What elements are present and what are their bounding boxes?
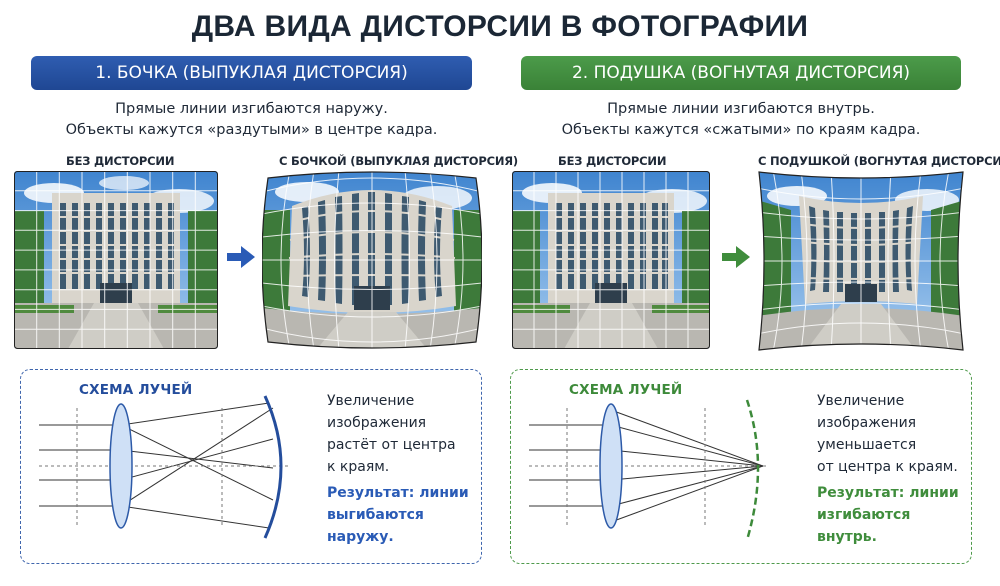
- barrel-scheme-text: Увеличение изображения растёт от центра …: [327, 390, 477, 478]
- pincushion-result: Результат: линии изгибаются внутрь.: [817, 482, 967, 548]
- barrel-scheme-text-line: растёт от центра: [327, 437, 456, 453]
- pincushion-ray-scheme: СХЕМА ЛУЧЕЙ Увеличение изображения умень…: [510, 369, 972, 564]
- pincushion-photo-before: [512, 171, 710, 349]
- arrow-right-icon: [227, 246, 255, 268]
- pincushion-photo-distorted: [757, 170, 965, 352]
- barrel-description: Прямые линии изгибаются наружу. Объекты …: [31, 99, 472, 141]
- lens-icon: [599, 403, 623, 529]
- barrel-desc-line1: Прямые линии изгибаются наружу.: [115, 101, 388, 117]
- barrel-desc-line2: Объекты кажутся «раздутыми» в центре кад…: [65, 122, 438, 138]
- barrel-scheme-text-line: к краям.: [327, 459, 390, 475]
- barrel-scheme-text-line: изображения: [327, 415, 427, 431]
- arrow-right-icon: [722, 246, 750, 268]
- pincushion-scheme-text: Увеличение изображения уменьшается от це…: [817, 390, 967, 478]
- pincushion-scheme-text-line: от центра к краям.: [817, 459, 958, 475]
- pincushion-scheme-title: СХЕМА ЛУЧЕЙ: [569, 382, 683, 398]
- barrel-photo-before: [14, 171, 218, 349]
- barrel-ray-scheme: СХЕМА ЛУЧЕЙ Увеличение изображения: [20, 369, 482, 564]
- pincushion-banner: 2. ПОДУШКА (ВОГНУТАЯ ДИСТОРСИЯ): [521, 56, 961, 90]
- barrel-ray-diagram: [39, 395, 291, 539]
- barrel-result: Результат: линии выгибаются наружу.: [327, 482, 477, 548]
- pincushion-ray-diagram: [529, 399, 769, 541]
- pincushion-scheme-text-line: Увеличение: [817, 393, 905, 409]
- pincushion-caption-before: БЕЗ ДИСТОРСИИ: [558, 154, 667, 168]
- lens-icon: [109, 403, 133, 529]
- barrel-caption-after: С БОЧКОЙ (ВЫПУКЛАЯ ДИСТОРСИЯ): [279, 154, 518, 168]
- page-title: ДВА ВИДА ДИСТОРСИИ В ФОТОГРАФИИ: [191, 10, 809, 43]
- barrel-scheme-title: СХЕМА ЛУЧЕЙ: [79, 382, 193, 398]
- pincushion-scheme-text-line: изображения: [817, 415, 917, 431]
- pincushion-scheme-text-line: уменьшается: [817, 437, 917, 453]
- barrel-caption-before: БЕЗ ДИСТОРСИИ: [66, 154, 175, 168]
- barrel-result-line: Результат: линии: [327, 485, 469, 501]
- barrel-banner: 1. БОЧКА (ВЫПУКЛАЯ ДИСТОРСИЯ): [31, 56, 472, 90]
- pincushion-desc-line1: Прямые линии изгибаются внутрь.: [607, 101, 875, 117]
- pincushion-caption-after: С ПОДУШКОЙ (ВОГНУТАЯ ДИСТОРСИЯ): [758, 154, 1000, 168]
- barrel-result-line: наружу.: [327, 529, 394, 545]
- pincushion-description: Прямые линии изгибаются внутрь. Объекты …: [521, 99, 961, 141]
- pincushion-result-line: Результат: линии: [817, 485, 959, 501]
- barrel-result-line: выгибаются: [327, 507, 424, 523]
- pincushion-result-line: внутрь.: [817, 529, 877, 545]
- pincushion-desc-line2: Объекты кажутся «сжатыми» по краям кадра…: [561, 122, 921, 138]
- barrel-scheme-text-line: Увеличение: [327, 393, 415, 409]
- pincushion-result-line: изгибаются: [817, 507, 911, 523]
- barrel-photo-distorted: [262, 170, 482, 350]
